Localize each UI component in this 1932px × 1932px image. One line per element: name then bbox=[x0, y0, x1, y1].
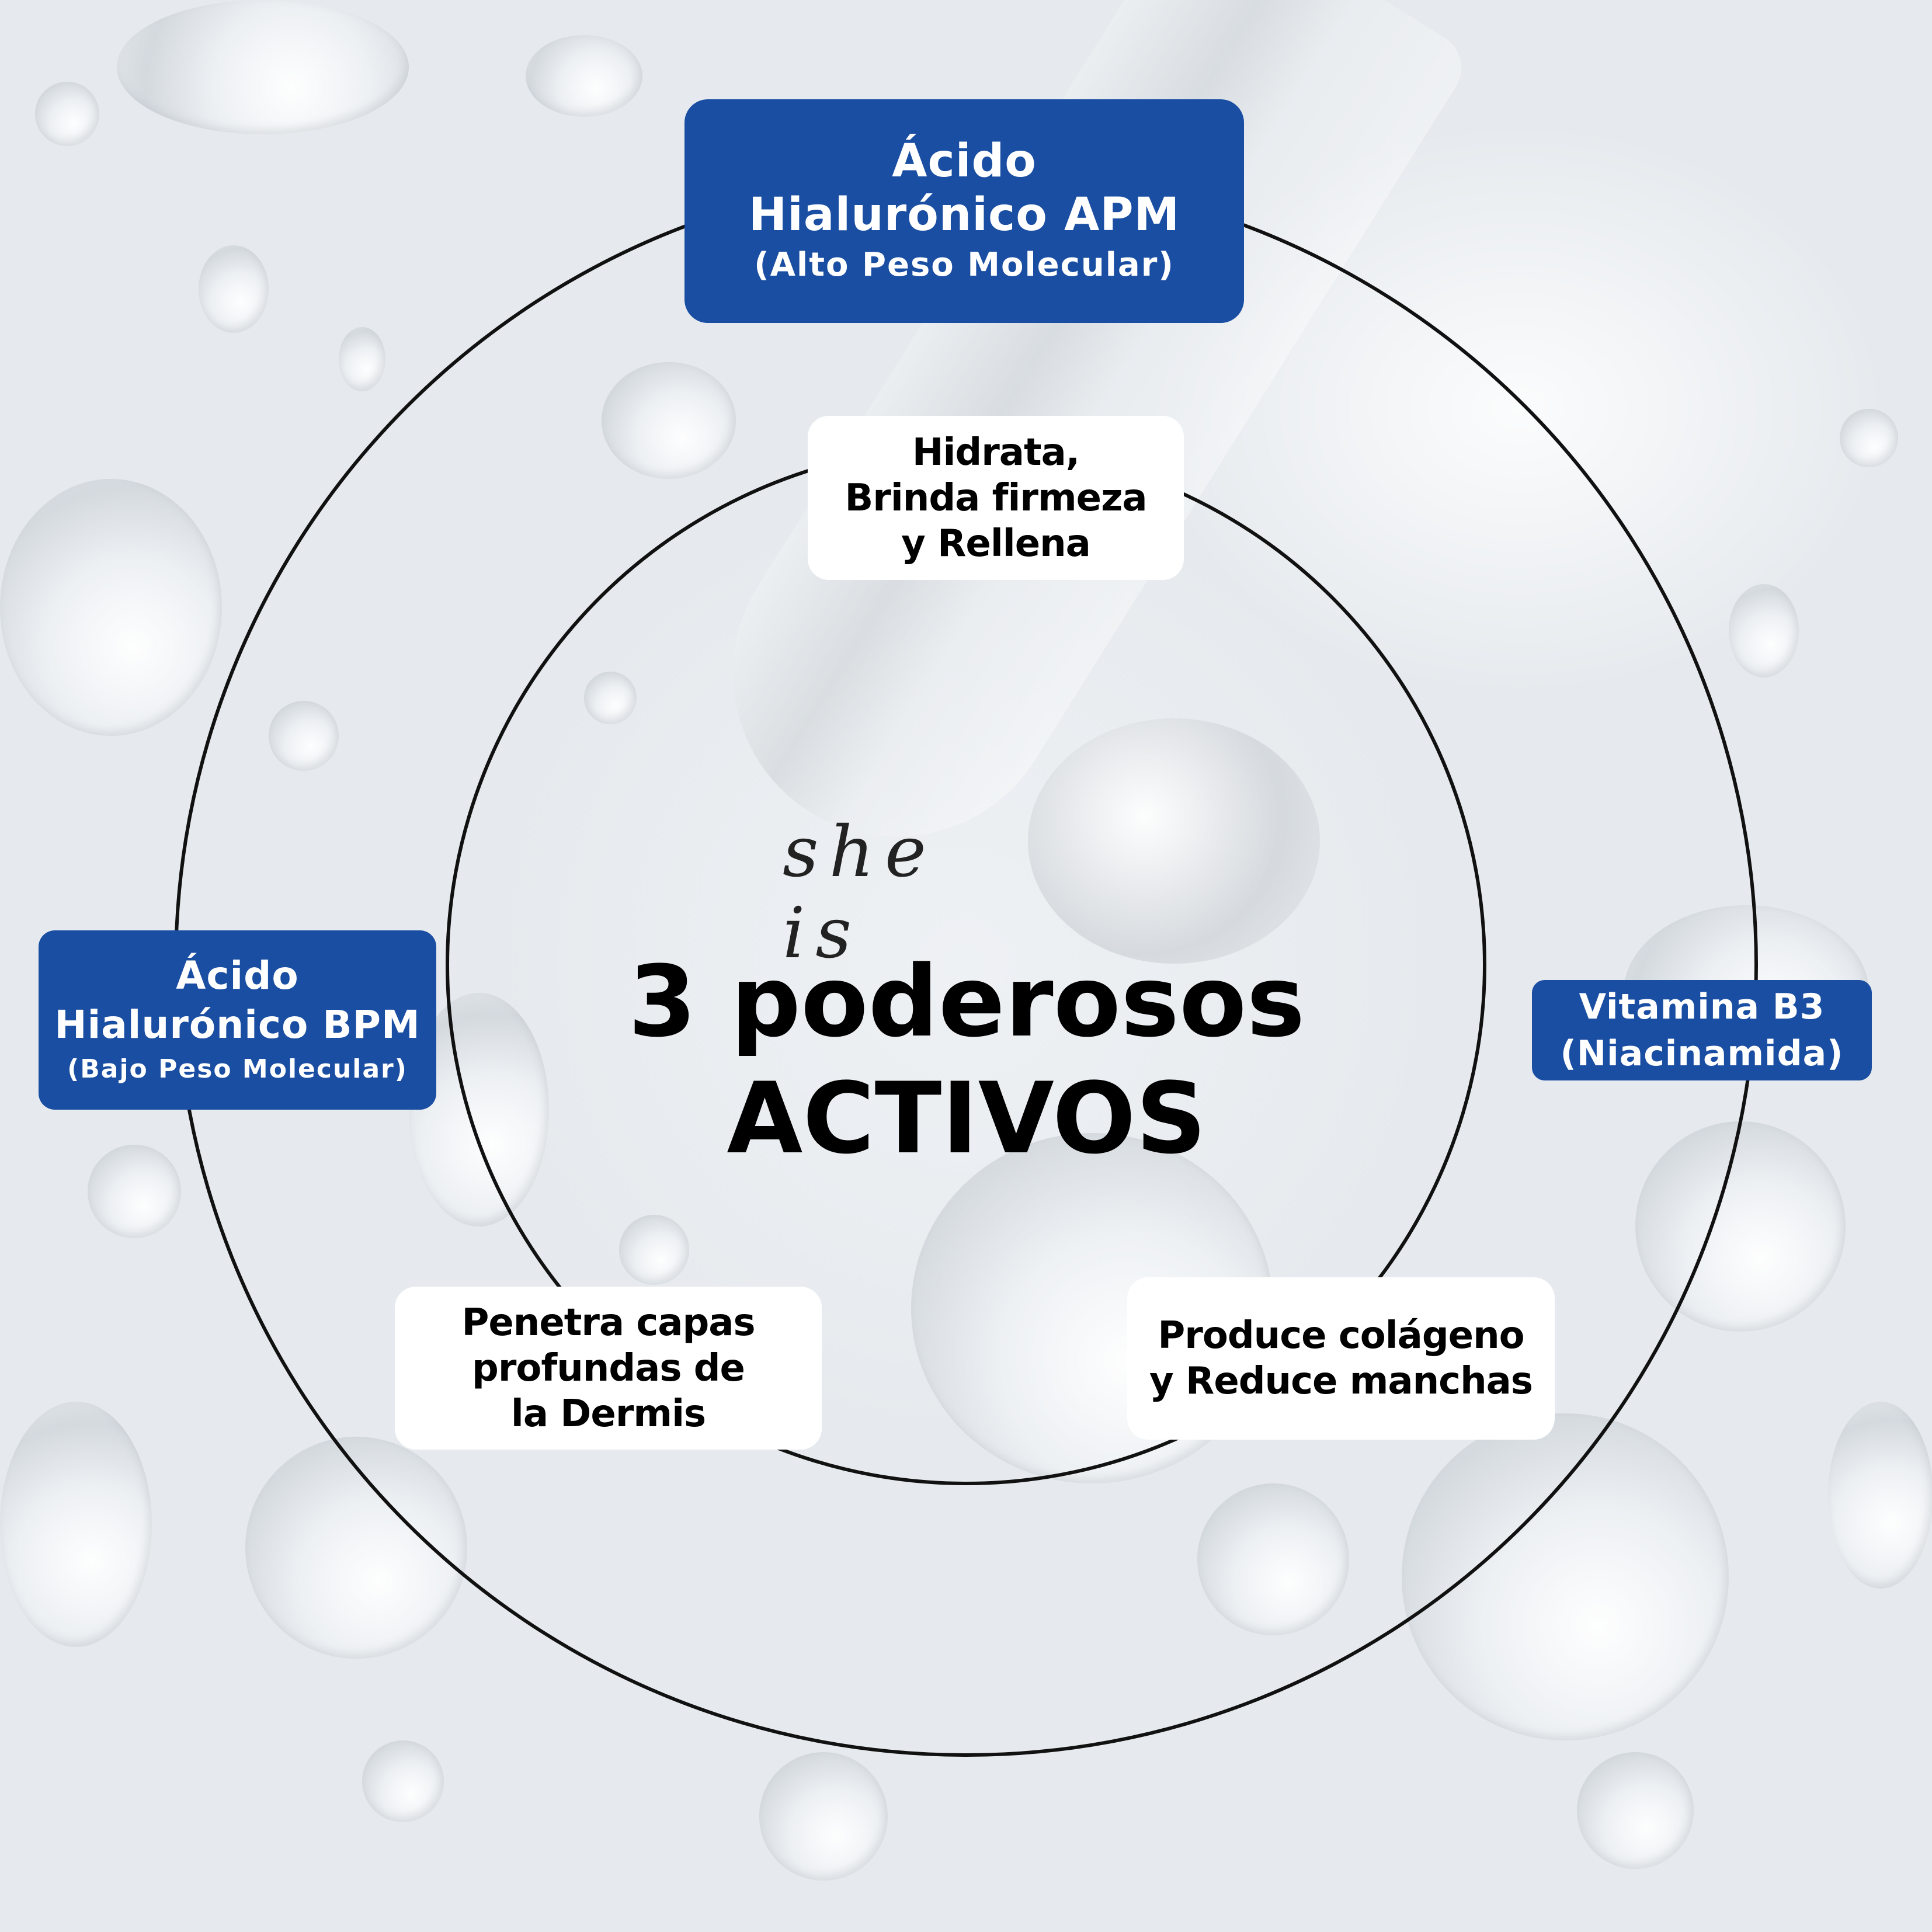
she-is-logo: she is bbox=[783, 812, 937, 974]
water-droplet bbox=[339, 327, 385, 391]
water-droplet bbox=[1577, 1752, 1694, 1869]
water-droplet bbox=[88, 1145, 181, 1238]
water-droplet bbox=[584, 672, 637, 724]
water-droplet bbox=[199, 245, 269, 333]
benefit-label-hidrata: Hidrata, Brinda firmeza y Rellena bbox=[808, 416, 1184, 580]
water-droplet bbox=[0, 1402, 152, 1647]
water-droplet bbox=[602, 362, 736, 479]
water-droplet bbox=[1729, 584, 1799, 677]
headline-line1: 3 poderosos bbox=[628, 944, 1305, 1059]
water-droplet bbox=[362, 1740, 444, 1822]
benefit-line: Produce colágeno bbox=[1158, 1314, 1524, 1357]
active-subtitle: (Alto Peso Molecular) bbox=[754, 245, 1175, 284]
water-droplet bbox=[35, 82, 99, 146]
active-title-line2: Hialurónico APM bbox=[748, 188, 1180, 241]
active-title-line2: Hialurónico BPM bbox=[54, 1002, 421, 1047]
benefit-line: y Rellena bbox=[901, 522, 1091, 565]
active-title-line1: Vitamina B3 bbox=[1579, 986, 1825, 1027]
benefit-line: Penetra capas bbox=[461, 1301, 755, 1344]
active-label-hialuronico-bpm: Ácido Hialurónico BPM (Bajo Peso Molecul… bbox=[39, 930, 436, 1110]
benefit-label-produce-colageno: Produce colágeno y Reduce manchas bbox=[1127, 1277, 1555, 1440]
active-title-line1: Ácido bbox=[892, 134, 1037, 187]
water-droplet bbox=[526, 35, 642, 117]
water-droplet bbox=[759, 1752, 888, 1881]
water-droplet bbox=[1635, 1121, 1846, 1332]
active-title-line2: (Niacinamida) bbox=[1560, 1033, 1844, 1074]
benefit-line: Hidrata, bbox=[912, 430, 1080, 474]
active-title-line1: Ácido bbox=[176, 953, 299, 998]
benefit-label-penetra: Penetra capas profundas de la Dermis bbox=[395, 1287, 822, 1450]
benefit-line: la Dermis bbox=[510, 1392, 706, 1436]
water-droplet bbox=[0, 479, 222, 736]
water-droplet bbox=[1840, 409, 1898, 467]
water-droplet bbox=[1197, 1483, 1349, 1635]
serum-drop-image bbox=[1028, 718, 1320, 964]
water-droplet bbox=[619, 1215, 689, 1285]
headline-line2: ACTIVOS bbox=[727, 1061, 1207, 1176]
water-droplet bbox=[269, 701, 339, 771]
benefit-line: profundas de bbox=[472, 1346, 745, 1390]
water-droplet bbox=[1828, 1402, 1932, 1589]
water-droplet bbox=[117, 0, 409, 134]
water-droplet bbox=[1402, 1413, 1729, 1740]
active-subtitle: (Bajo Peso Molecular) bbox=[67, 1054, 408, 1084]
benefit-line: y Reduce manchas bbox=[1149, 1360, 1533, 1403]
active-label-hialuronico-apm: Ácido Hialurónico APM (Alto Peso Molecul… bbox=[684, 99, 1244, 323]
benefit-line: Brinda firmeza bbox=[845, 476, 1148, 520]
active-label-vitamina-b3: Vitamina B3 (Niacinamida) bbox=[1532, 980, 1872, 1080]
